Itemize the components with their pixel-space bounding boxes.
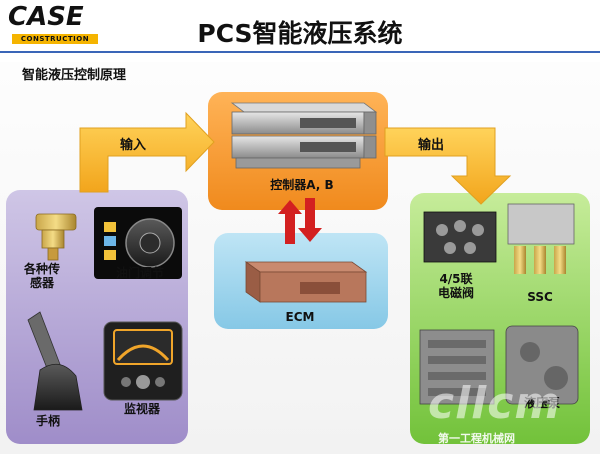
joystick-label: 手柄 [35,414,60,428]
output-label: 输出 [418,138,445,153]
header: CASE CONSTRUCTION PCS智能液压系统 [0,0,600,62]
joystick-image [27,311,83,411]
pump-label: 液压泵 [523,396,560,410]
control-valve-image [419,329,495,405]
section-subtitle: 智能液压控制原理 [22,68,127,83]
monitor-label: 监视器 [123,402,160,416]
sensor-image [35,213,77,261]
monitor-image [103,321,183,401]
input-label: 输入 [120,138,147,153]
controller-ecm-link-arrows [278,198,322,244]
ecm-label: ECM [285,310,315,324]
valve-label-line2: 电磁阀 [437,286,474,300]
controller-label: 控制器A, B [270,178,334,192]
throttle-dial-graphic [104,218,175,268]
logo-wordmark: CASE [8,2,84,32]
watermark-logo-text: cllcm [428,378,562,429]
ecm-unit-image [244,261,368,303]
ssc-valve-image [507,203,575,274]
site-watermark: cllcm 第一工程机械网 [428,378,598,448]
controller-unit-image [230,102,378,169]
sensors-label: 各种传 感器 [16,262,68,290]
output-arrow [384,127,512,205]
title-divider [0,51,600,53]
case-logo: CASE CONSTRUCTION [8,2,108,44]
hydraulic-pump-image [505,325,579,405]
input-arrow [79,111,215,193]
logo-subtitle-bar: CONSTRUCTION [12,34,98,44]
sensors-label-line2: 感器 [29,276,54,290]
throttle-label: 油门调节 [115,266,164,280]
watermark-site-name: 第一工程机械网 [438,432,515,445]
sensors-label-line1: 各种传 [23,262,60,276]
ssc-label: SSC [527,290,553,304]
page-title: PCS智能液压系统 [197,19,403,48]
valve-label-line1: 4/5联 [439,272,473,286]
solenoid-valve-label: 4/5联 电磁阀 [428,272,484,300]
solenoid-valve-image [423,211,497,263]
